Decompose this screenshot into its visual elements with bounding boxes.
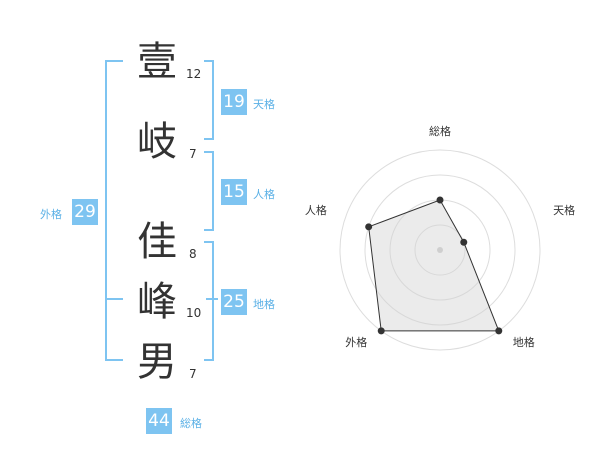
stroke-count-3: 8 (189, 247, 197, 261)
name-char-5: 男 (137, 339, 177, 385)
chikaku-bracket (204, 241, 214, 361)
name-char-4: 峰 (137, 279, 177, 325)
radar-grid-ring (339, 149, 541, 351)
name-char-2: 岐 (137, 119, 177, 165)
gaikaku-value-badge: 29 (72, 199, 98, 225)
stroke-count-5: 7 (189, 367, 197, 381)
jinkaku-bracket (204, 151, 214, 231)
radar-value-polygon (368, 199, 500, 332)
radar-point-4 (377, 327, 385, 335)
soukaku-label: 総格 (180, 417, 202, 430)
radar-axis-label: 総格 (429, 124, 451, 138)
tenkaku-bracket (204, 60, 214, 140)
radar-grid-ring (364, 174, 516, 326)
radar-grid-ring (414, 224, 466, 276)
radar-point-5 (365, 223, 373, 231)
gaikaku-bracket-tick (105, 298, 123, 300)
stroke-count-4: 10 (186, 306, 202, 320)
tenkaku-label: 天格 (253, 98, 275, 111)
tenkaku-value-badge: 19 (221, 89, 247, 115)
stroke-count-2: 7 (189, 147, 197, 161)
radar-axis-label: 外格 (345, 335, 367, 349)
radar-point-1 (436, 196, 444, 204)
radar-point-2 (460, 238, 468, 246)
gaikaku-label: 外格 (40, 208, 62, 221)
name-char-1: 壹 (137, 39, 177, 85)
gaikaku-bracket (105, 60, 123, 361)
soukaku-value-badge: 44 (146, 408, 172, 434)
radar-axis-label: 人格 (305, 203, 327, 217)
chikaku-bracket-tick (206, 298, 218, 300)
chikaku-value-badge: 25 (221, 289, 247, 315)
chikaku-label: 地格 (253, 298, 275, 311)
name-char-3: 佳 (137, 219, 177, 265)
radar-axis-label: 天格 (553, 203, 575, 217)
stroke-count-1: 12 (186, 67, 202, 81)
jinkaku-value-badge: 15 (221, 179, 247, 205)
radar-point-3 (495, 327, 503, 335)
jinkaku-label: 人格 (253, 188, 275, 201)
radar-center-dot (437, 247, 443, 253)
radar-axis-label: 地格 (513, 335, 535, 349)
